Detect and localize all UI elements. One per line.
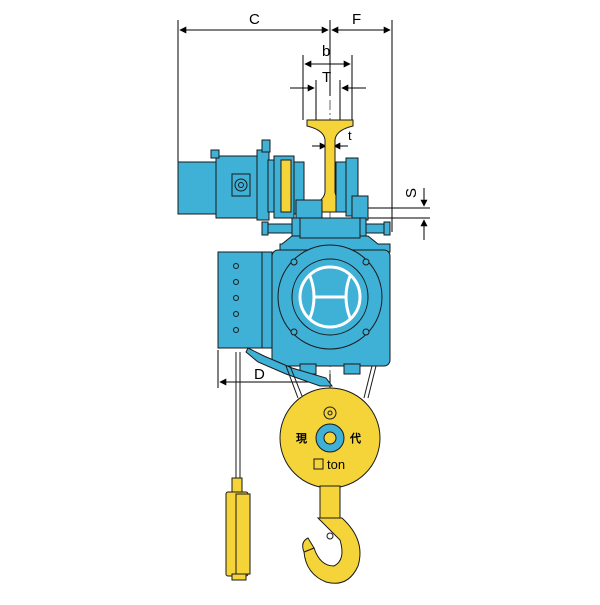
pendant-control bbox=[225, 477, 251, 581]
dim-label-t-lower: t bbox=[348, 128, 352, 143]
control-box bbox=[217, 251, 273, 349]
pendant-cable bbox=[235, 352, 241, 480]
dim-label-c: C bbox=[249, 11, 260, 28]
hook-capacity-unit: ton bbox=[327, 457, 345, 472]
dim-label-f: F bbox=[352, 11, 361, 28]
hook-right-mark: 代 bbox=[349, 431, 361, 445]
dim-label-b: b bbox=[322, 43, 330, 60]
trolley-right-wheel bbox=[335, 157, 369, 221]
cable-guide bbox=[245, 347, 333, 387]
dim-label-s: S bbox=[403, 188, 420, 198]
hook-block bbox=[279, 387, 381, 489]
wire-ropes bbox=[285, 365, 377, 399]
lifting-hook bbox=[302, 485, 361, 584]
trolley-motor bbox=[177, 139, 323, 221]
hook-left-mark: 現 bbox=[296, 432, 307, 445]
dim-label-t-upper: T bbox=[322, 69, 331, 86]
dimension-lines bbox=[177, 20, 430, 388]
brand-emblem bbox=[298, 265, 362, 329]
dim-label-d: D bbox=[254, 366, 265, 383]
